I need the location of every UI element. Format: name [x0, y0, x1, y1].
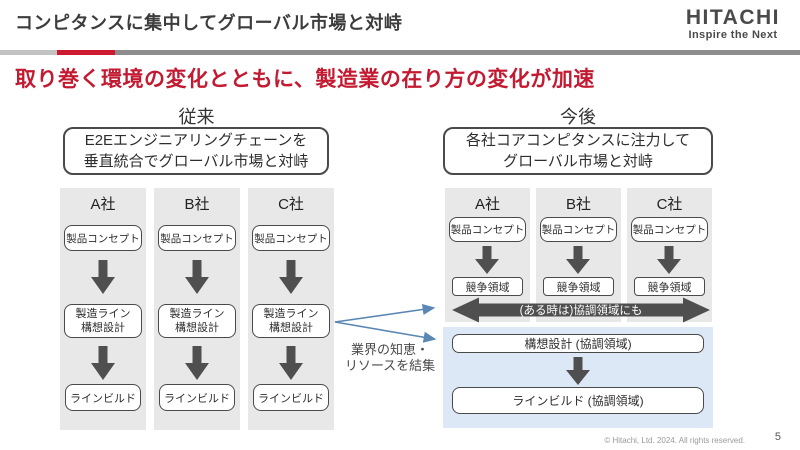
line-build-box: ラインビルド: [159, 384, 235, 411]
product-concept-box: 製品コンセプト: [540, 217, 617, 242]
industry-note-line: リソースを結集: [344, 358, 436, 374]
banner-label: (ある時は)協調領域にも: [519, 305, 643, 317]
product-concept-box: 製品コンセプト: [64, 225, 142, 251]
line-design-text: 製造ライン: [169, 307, 225, 320]
down-arrow-icon: [657, 246, 681, 274]
summary-line: E2Eエンジニアリングチェーンを: [84, 132, 308, 149]
traditional-summary-box: E2Eエンジニアリングチェーンを 垂直統合でグローバル市場と対峙: [63, 127, 329, 175]
down-arrow-icon: [185, 346, 209, 380]
divider-gray-left: [0, 50, 57, 55]
company-label: C社: [278, 196, 304, 213]
competitive-area-box: 競争領域: [452, 277, 523, 296]
page-number: 5: [774, 431, 781, 443]
traditional-column-b: B社 製品コンセプト 製造ライン 構想設計 ラインビルド: [154, 188, 240, 430]
line-design-text: 構想設計: [175, 322, 219, 334]
down-arrow-icon: [566, 357, 590, 385]
page-title: コンピタンスに集中してグローバル市場と対峙: [15, 13, 403, 33]
cooperative-zone: 構想設計 (協調領域) ラインビルド (協調領域): [443, 327, 713, 428]
coop-build-box: ラインビルド (協調領域): [452, 387, 704, 414]
divider-gray-right: [115, 50, 800, 55]
line-design-text: 製造ライン: [75, 307, 131, 320]
traditional-column-a: A社 製品コンセプト 製造ライン 構想設計 ラインビルド: [60, 188, 146, 430]
future-column-a: A社 製品コンセプト 競争領域: [445, 188, 530, 322]
line-design-box: 製造ライン 構想設計: [64, 304, 142, 338]
competitive-area-box: 競争領域: [634, 277, 705, 296]
industry-note-line: 業界の知恵・: [350, 342, 429, 357]
line-design-text: 構想設計: [81, 322, 125, 334]
product-concept-box: 製品コンセプト: [252, 225, 330, 251]
down-arrow-icon: [91, 260, 115, 294]
merge-arrows-icon: [334, 303, 437, 343]
company-label: C社: [656, 196, 683, 213]
future-summary-box: 各社コアコンピタンスに注力して グローバル市場と対峙: [443, 127, 713, 175]
down-arrow-icon: [566, 246, 590, 274]
logo-wordmark: HITACHI: [685, 6, 780, 29]
down-arrow-icon: [279, 260, 303, 294]
down-arrow-icon: [185, 260, 209, 294]
copyright-text: © Hitachi, Ltd. 2024. All rights reserve…: [604, 436, 745, 445]
down-arrow-icon: [91, 346, 115, 380]
summary-line: 各社コアコンピタンスに注力して: [465, 132, 691, 149]
summary-line: 垂直統合でグローバル市場と対峙: [83, 153, 309, 170]
line-build-box: ラインビルド: [65, 384, 141, 411]
future-column-b: B社 製品コンセプト 競争領域: [536, 188, 621, 322]
coop-design-box: 構想設計 (協調領域): [452, 334, 704, 353]
line-design-text: 構想設計: [269, 322, 313, 334]
line-design-text: 製造ライン: [263, 307, 319, 320]
logo-tagline: Inspire the Next: [688, 29, 778, 42]
sometimes-cooperative-banner: (ある時は)協調領域にも: [452, 297, 710, 323]
header-divider: [0, 50, 800, 55]
traditional-column-c: C社 製品コンセプト 製造ライン 構想設計 ラインビルド: [248, 188, 334, 430]
company-label: B社: [565, 196, 591, 213]
competitive-area-box: 競争領域: [543, 277, 614, 296]
company-label: A社: [90, 196, 116, 213]
company-label: A社: [474, 196, 500, 213]
product-concept-box: 製品コンセプト: [449, 217, 526, 242]
down-arrow-icon: [475, 246, 499, 274]
down-arrow-icon: [279, 346, 303, 380]
section-label-future: 今後: [560, 107, 596, 127]
line-design-box: 製造ライン 構想設計: [158, 304, 236, 338]
hitachi-logo: HITACHI Inspire the Next: [685, 6, 780, 42]
double-arrow-icon: [452, 297, 710, 323]
product-concept-box: 製品コンセプト: [158, 225, 236, 251]
section-label-traditional: 従来: [178, 107, 215, 127]
product-concept-box: 製品コンセプト: [631, 217, 708, 242]
line-design-box: 製造ライン 構想設計: [252, 304, 330, 338]
line-build-box: ラインビルド: [253, 384, 329, 411]
future-column-c: C社 製品コンセプト 競争領域: [627, 188, 712, 322]
company-label: B社: [184, 196, 210, 213]
slide-heading: 取り巻く環境の変化とともに、製造業の在り方の変化が加速: [15, 68, 595, 91]
industry-note: 業界の知恵・ リソースを結集: [336, 342, 444, 375]
summary-line: グローバル市場と対峙: [503, 153, 653, 170]
divider-red-accent: [57, 50, 115, 55]
